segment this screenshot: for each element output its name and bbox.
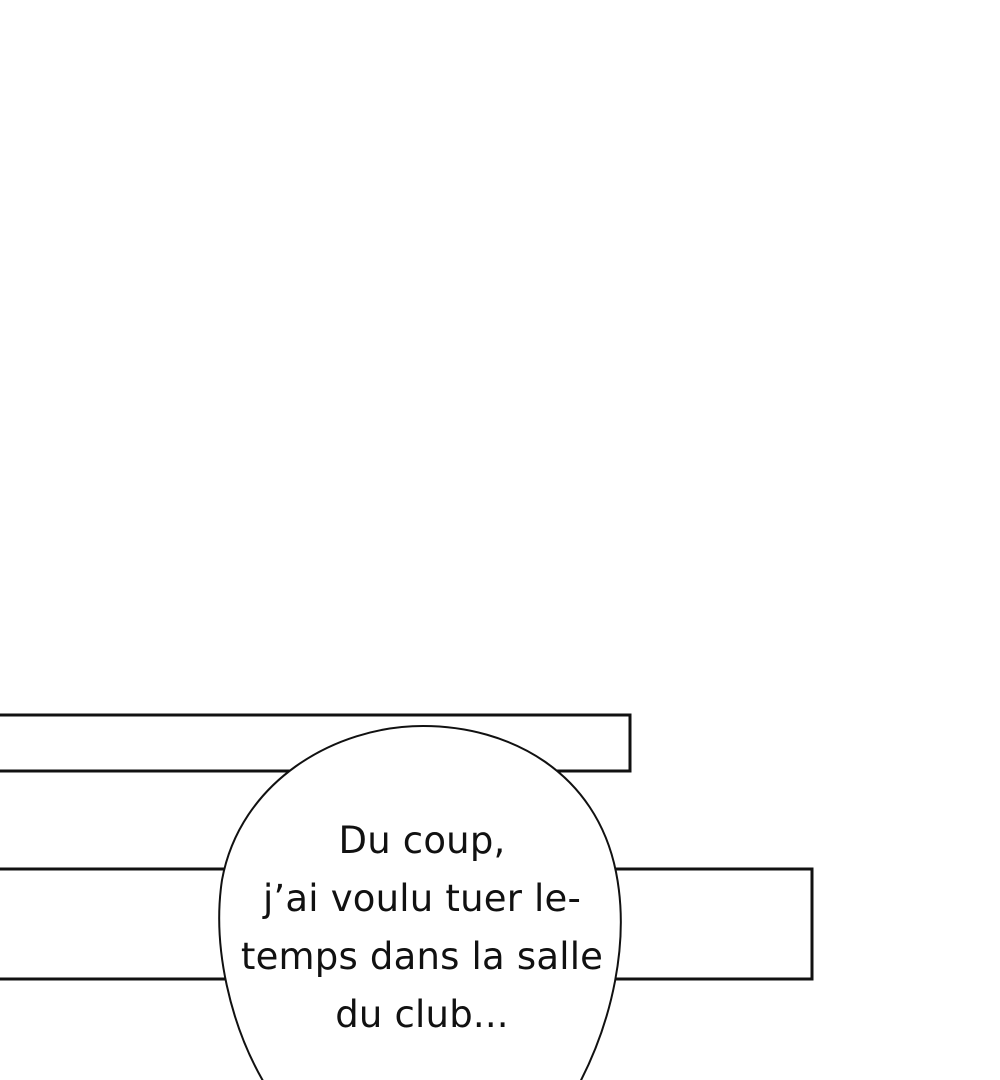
speech-bubble-line-4: du club...	[335, 993, 509, 1036]
speech-bubble-outline	[218, 724, 622, 1080]
speech-bubble-text: Du coup, j’ai voulu tuer le- temps dans …	[226, 812, 618, 1044]
speech-bubble-line-3: temps dans la salle	[240, 935, 604, 978]
speech-bubble-line-1: Du coup,	[338, 819, 506, 862]
speech-bubble-line-2: j’ai voulu tuer le-	[262, 877, 582, 920]
